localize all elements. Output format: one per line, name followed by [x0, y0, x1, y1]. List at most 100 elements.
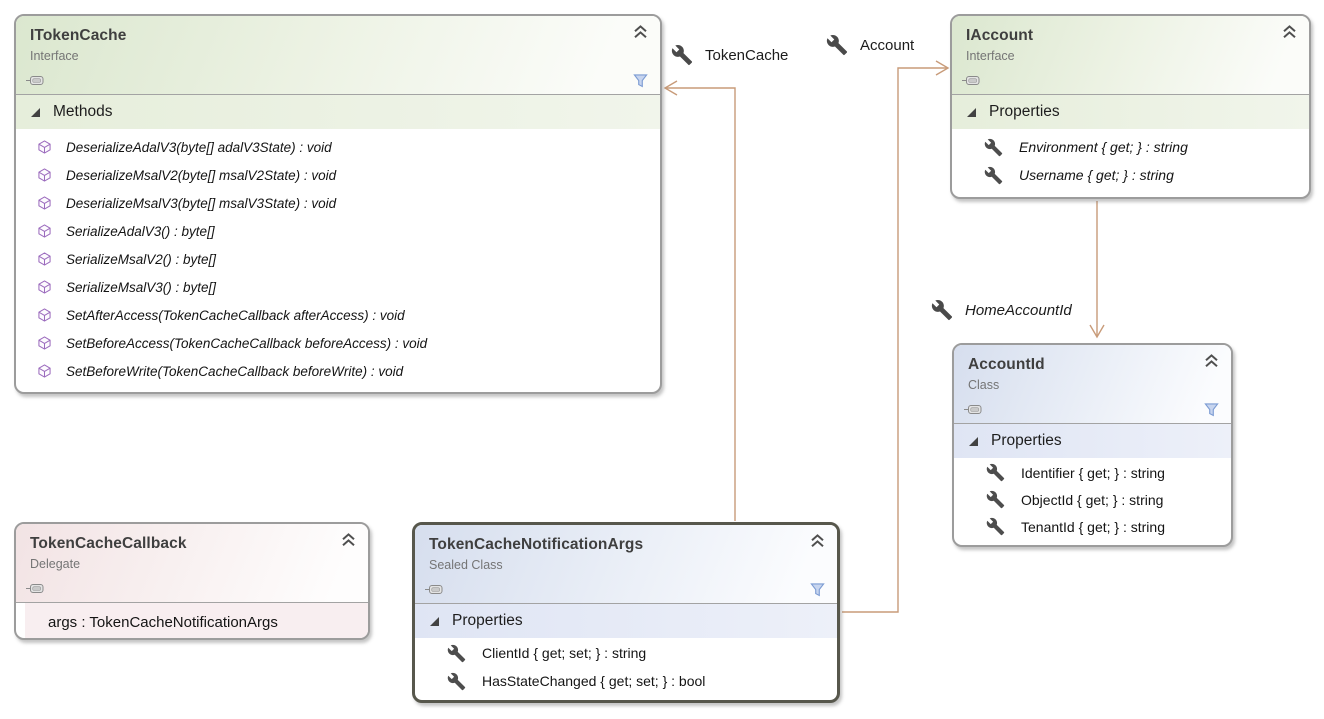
filter-icon[interactable] — [633, 73, 648, 89]
section-label: Methods — [53, 103, 113, 120]
method-icon — [38, 224, 51, 238]
property-wrench-icon — [447, 672, 466, 691]
member-row[interactable]: TenantId { get; } : string — [954, 513, 1231, 540]
property-wrench-icon — [986, 517, 1005, 536]
collapse-chevron-icon[interactable] — [1281, 25, 1298, 39]
delegate-parameter-row[interactable]: args : TokenCacheNotificationArgs — [25, 603, 368, 638]
member-label: DeserializeMsalV2(byte[] msalV2State) : … — [66, 167, 337, 183]
node-kind: Interface — [966, 49, 1015, 63]
node-kind: Interface — [30, 49, 79, 63]
class-node-itokencache[interactable]: ITokenCache Interface Methods Deserializ… — [14, 14, 662, 394]
member-row[interactable]: DeserializeMsalV2(byte[] msalV2State) : … — [16, 161, 660, 189]
member-row[interactable]: SerializeMsalV3() : byte[] — [16, 273, 660, 301]
member-label: args : TokenCacheNotificationArgs — [48, 614, 278, 631]
member-label: SetBeforeWrite(TokenCacheCallback before… — [66, 363, 404, 379]
property-wrench-icon — [986, 463, 1005, 482]
member-visibility-icon — [962, 74, 980, 87]
member-visibility-icon — [964, 403, 982, 416]
member-visibility-icon — [26, 74, 44, 87]
node-kind: Sealed Class — [429, 558, 503, 572]
connector-label-tokencache[interactable]: TokenCache — [671, 44, 788, 66]
node-title: TokenCacheCallback — [30, 535, 187, 552]
member-label: SetBeforeAccess(TokenCacheCallback befor… — [66, 335, 428, 351]
expander-triangle-icon[interactable] — [430, 616, 439, 626]
collapse-chevron-icon[interactable] — [632, 25, 649, 39]
member-label: HasStateChanged { get; set; } : bool — [482, 673, 706, 689]
connector-tokencache-line — [666, 87, 736, 521]
node-header: TokenCacheNotificationArgs Sealed Class — [415, 525, 837, 604]
collapse-chevron-icon[interactable] — [809, 534, 826, 548]
member-row[interactable]: Environment { get; } : string — [952, 133, 1309, 161]
method-icon — [38, 308, 51, 322]
property-wrench-icon — [671, 44, 693, 66]
class-node-accountid[interactable]: AccountId Class Properties Identifier { … — [952, 343, 1233, 547]
node-kind: Class — [968, 378, 1000, 392]
member-label: Username { get; } : string — [1019, 167, 1174, 183]
member-row[interactable]: SetBeforeAccess(TokenCacheCallback befor… — [16, 329, 660, 357]
method-icon — [38, 280, 51, 294]
connector-homeaccountid-arrowhead — [1089, 324, 1105, 339]
member-row[interactable]: SetBeforeWrite(TokenCacheCallback before… — [16, 357, 660, 385]
expander-triangle-icon[interactable] — [967, 107, 976, 117]
property-wrench-icon — [984, 166, 1003, 185]
member-label: DeserializeAdalV3(byte[] adalV3State) : … — [66, 139, 332, 155]
filter-icon[interactable] — [810, 582, 825, 598]
connector-tokencache-arrowhead — [663, 80, 678, 96]
member-row[interactable]: SerializeMsalV2() : byte[] — [16, 245, 660, 273]
method-icon — [38, 336, 51, 350]
member-label: DeserializeMsalV3(byte[] msalV3State) : … — [66, 195, 337, 211]
member-row[interactable]: ClientId { get; set; } : string — [415, 639, 837, 667]
node-title: AccountId — [968, 356, 1045, 373]
member-list: DeserializeAdalV3(byte[] adalV3State) : … — [16, 129, 660, 385]
node-header: AccountId Class — [954, 345, 1231, 424]
member-list: Environment { get; } : string Username {… — [952, 129, 1309, 189]
method-icon — [38, 252, 51, 266]
section-label: Properties — [452, 612, 523, 629]
member-label: SerializeMsalV2() : byte[] — [66, 251, 217, 267]
filter-icon[interactable] — [1204, 402, 1219, 418]
section-label: Properties — [989, 103, 1060, 120]
class-node-tokencachecallback[interactable]: TokenCacheCallback Delegate args : Token… — [14, 522, 370, 640]
member-row[interactable]: SerializeAdalV3() : byte[] — [16, 217, 660, 245]
node-title: IAccount — [966, 27, 1034, 44]
connector-label-text: TokenCache — [705, 46, 789, 64]
member-row[interactable]: DeserializeMsalV3(byte[] msalV3State) : … — [16, 189, 660, 217]
member-row[interactable]: Username { get; } : string — [952, 161, 1309, 189]
class-node-iaccount[interactable]: IAccount Interface Properties Environmen… — [950, 14, 1311, 199]
member-row[interactable]: HasStateChanged { get; set; } : bool — [415, 667, 837, 695]
member-visibility-icon — [26, 582, 44, 595]
connector-label-text: HomeAccountId — [965, 301, 1072, 319]
member-row[interactable]: ObjectId { get; } : string — [954, 486, 1231, 513]
collapse-chevron-icon[interactable] — [340, 533, 357, 547]
section-header-methods[interactable]: Methods — [16, 95, 660, 129]
member-list: ClientId { get; set; } : string HasState… — [415, 638, 837, 695]
member-visibility-icon — [425, 583, 443, 596]
member-label: TenantId { get; } : string — [1021, 518, 1165, 535]
node-title: TokenCacheNotificationArgs — [429, 536, 644, 553]
property-wrench-icon — [931, 299, 953, 321]
connector-label-account[interactable]: Account — [826, 34, 914, 56]
member-row[interactable]: Identifier { get; } : string — [954, 459, 1231, 486]
method-icon — [38, 364, 51, 378]
section-header-properties[interactable]: Properties — [415, 604, 837, 638]
section-header-properties[interactable]: Properties — [954, 424, 1231, 458]
node-kind: Delegate — [30, 557, 81, 571]
section-header-properties[interactable]: Properties — [952, 95, 1309, 129]
connector-label-homeaccountid[interactable]: HomeAccountId — [931, 299, 1072, 321]
member-row[interactable]: SetAfterAccess(TokenCacheCallback afterA… — [16, 301, 660, 329]
connector-account-line — [842, 67, 947, 613]
property-wrench-icon — [984, 138, 1003, 157]
method-icon — [38, 196, 51, 210]
member-label: Environment { get; } : string — [1019, 139, 1188, 155]
node-header: ITokenCache Interface — [16, 16, 660, 95]
member-label: Identifier { get; } : string — [1021, 464, 1165, 481]
member-row[interactable]: DeserializeAdalV3(byte[] adalV3State) : … — [16, 133, 660, 161]
node-header: TokenCacheCallback Delegate — [16, 524, 368, 603]
collapse-chevron-icon[interactable] — [1203, 354, 1220, 368]
expander-triangle-icon[interactable] — [31, 107, 40, 117]
method-icon — [38, 140, 51, 154]
connector-label-text: Account — [860, 36, 915, 54]
expander-triangle-icon[interactable] — [969, 436, 978, 446]
class-node-tokencachenotificationargs[interactable]: TokenCacheNotificationArgs Sealed Class … — [412, 522, 840, 703]
